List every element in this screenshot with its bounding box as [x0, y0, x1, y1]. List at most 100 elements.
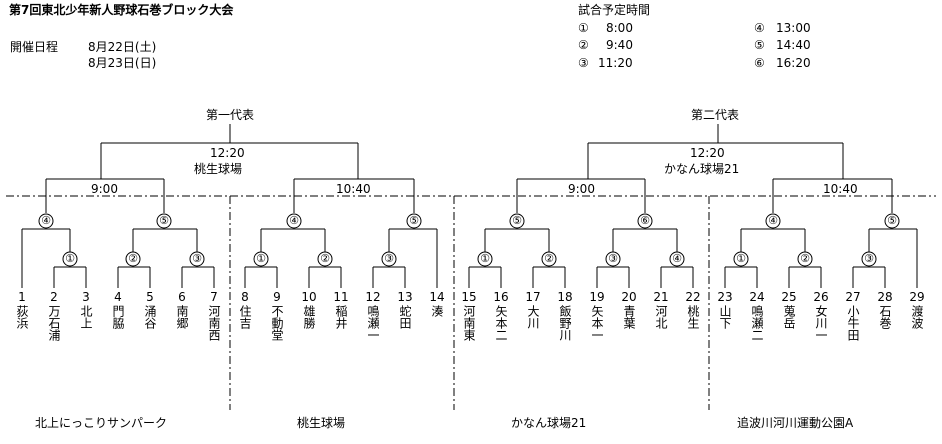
- first-representative: 第一代表: [206, 108, 255, 122]
- team-name: 女川一: [814, 305, 828, 341]
- round1-mark-10: ④: [672, 252, 682, 265]
- semi-time-3: 9:00: [568, 182, 595, 196]
- time-mark-3: ③: [578, 56, 589, 70]
- team-number: 21: [653, 290, 669, 304]
- round2-mark-2: ⑤: [159, 214, 169, 227]
- round1-mark-13: ③: [864, 252, 874, 265]
- round2-mark-7: ④: [768, 214, 778, 227]
- round2-mark-3: ④: [289, 214, 299, 227]
- team-name: 湊: [430, 305, 444, 317]
- time-mark-5: ⑤: [754, 38, 765, 52]
- team-name: 矢本一: [590, 305, 604, 341]
- team-name: 万石浦: [47, 305, 61, 341]
- team-number: 2: [50, 290, 58, 304]
- team-number: 14: [429, 290, 445, 304]
- round1-mark-3: ③: [192, 252, 202, 265]
- round2-mark-6: ⑥: [640, 214, 650, 227]
- team-number: 20: [621, 290, 637, 304]
- team-number: 9: [273, 290, 281, 304]
- team-name: 桃生: [686, 305, 700, 329]
- team-number: 5: [146, 290, 154, 304]
- round1-mark-8: ②: [544, 252, 554, 265]
- team-number: 19: [589, 290, 605, 304]
- team-name: 蒐岳: [782, 305, 796, 329]
- tournament-title: 第7回東北少年新人野球石巻ブロック大会: [9, 3, 234, 17]
- venue-footer-4: 追波川河川運動公園A: [737, 416, 854, 430]
- round2-mark-1: ④: [41, 214, 51, 227]
- team-number: 24: [749, 290, 765, 304]
- team-name: 蛇田: [398, 305, 412, 329]
- team-name: 南郷: [175, 305, 189, 329]
- round2-mark-8: ⑤: [887, 214, 897, 227]
- team-name: 涌谷: [143, 305, 157, 329]
- team-name: 鳴瀬一: [366, 305, 380, 341]
- team-number: 13: [397, 290, 413, 304]
- venue-footer-2: 桃生球場: [297, 416, 346, 430]
- final-time-1: 12:20: [210, 146, 245, 160]
- team-name: 河南西: [207, 305, 221, 341]
- time-mark-6: ⑥: [754, 56, 765, 70]
- final-time-2: 12:20: [690, 146, 725, 160]
- team-name: 北上: [79, 305, 93, 329]
- round1-mark-11: ①: [736, 252, 746, 265]
- team-name: 門脇: [111, 305, 125, 329]
- team-name: 青葉: [622, 305, 636, 329]
- semi-time-4: 10:40: [823, 182, 858, 196]
- round1-mark-9: ③: [608, 252, 618, 265]
- time-value-5: 14:40: [776, 38, 811, 52]
- team-number: 12: [365, 290, 381, 304]
- date-day2: 8月23日(日): [88, 56, 157, 70]
- time-value-4: 13:00: [776, 21, 811, 35]
- round1-mark-4: ①: [256, 252, 266, 265]
- team-name: 矢本二: [494, 305, 508, 341]
- team-number: 29: [909, 290, 925, 304]
- venue-footer-3: かなん球場21: [511, 416, 587, 430]
- round1-mark-6: ③: [384, 252, 394, 265]
- round1-mark-7: ①: [480, 252, 490, 265]
- team-name: 小牛田: [846, 305, 860, 341]
- team-number: 6: [178, 290, 186, 304]
- team-name: 渡波: [910, 305, 924, 329]
- team-number: 10: [301, 290, 317, 304]
- team-number: 15: [461, 290, 477, 304]
- round2-mark-4: ⑤: [409, 214, 419, 227]
- team-name: 山下: [718, 305, 732, 329]
- time-mark-4: ④: [754, 21, 765, 35]
- team-number: 18: [557, 290, 573, 304]
- team-number: 16: [493, 290, 509, 304]
- final-venue-2: かなん球場21: [664, 162, 740, 176]
- round1-mark-5: ②: [320, 252, 330, 265]
- round1-mark-2: ②: [128, 252, 138, 265]
- team-name: 荻浜: [15, 305, 29, 329]
- times-title: 試合予定時間: [578, 3, 651, 17]
- schedule-label: 開催日程: [10, 40, 59, 54]
- team-number: 26: [813, 290, 829, 304]
- venue-footer-1: 北上にっこりサンパーク: [35, 416, 168, 430]
- time-value-2: 9:40: [606, 38, 633, 52]
- round1-mark-12: ②: [800, 252, 810, 265]
- team-number: 23: [717, 290, 733, 304]
- team-number: 27: [845, 290, 861, 304]
- time-value-1: 8:00: [606, 21, 633, 35]
- team-name: 河南東: [462, 305, 476, 341]
- team-name: 石巻: [878, 305, 892, 329]
- final-venue-1: 桃生球場: [194, 162, 243, 176]
- team-name: 大川: [526, 305, 540, 329]
- team-number: 8: [241, 290, 249, 304]
